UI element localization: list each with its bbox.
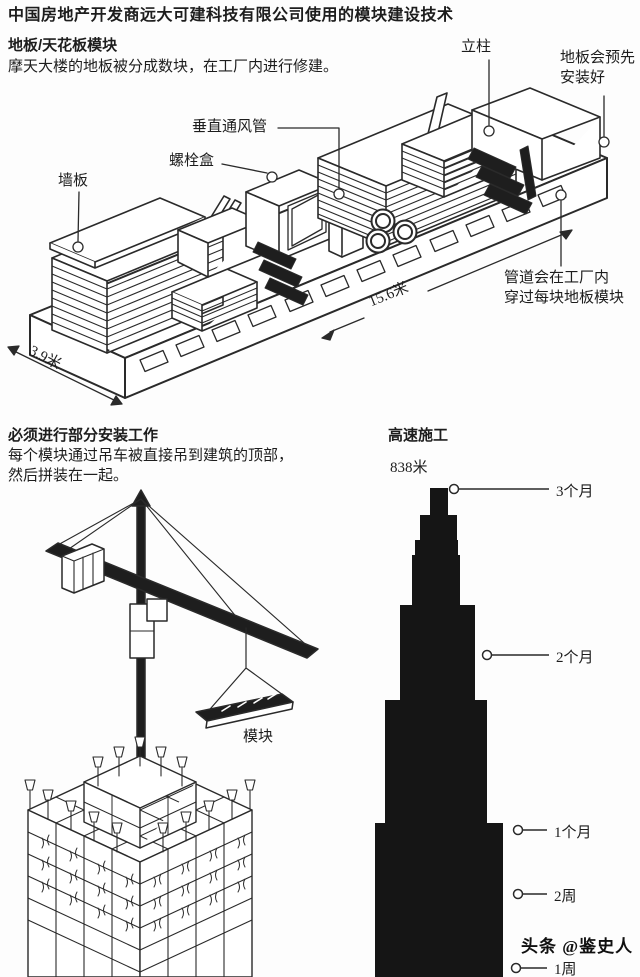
tower-height-label: 838米	[390, 460, 428, 476]
crane-cables	[55, 498, 313, 651]
marker-preinstalled	[598, 136, 610, 148]
label-column: 立柱	[461, 39, 492, 55]
label-pipes: 管道会在工厂内 穿过每块地板模块	[504, 268, 624, 308]
page-title: 中国房地产开发商远大可建科技有限公司使用的模块建设技术	[8, 7, 454, 24]
floor-module-description: 摩天大楼的地板被分成数块，在工厂内进行修建。	[8, 59, 339, 75]
leader-lines	[72, 59, 610, 267]
building-frame	[24, 736, 256, 977]
milestone-3-months: 3个月	[556, 484, 594, 500]
pipes	[365, 208, 418, 254]
brace-cluster-center	[252, 241, 309, 306]
label-wall-panel: 墙板	[58, 173, 89, 189]
crane-jib	[45, 542, 319, 659]
label-preinstalled: 地板会预先 安装好	[560, 48, 635, 88]
label-module: 模块	[243, 729, 274, 745]
floor-module-heading: 地板/天花板模块	[8, 37, 118, 54]
marker-column	[483, 125, 495, 137]
speed-tower-chart	[375, 483, 549, 977]
milestone-1-week: 1周	[554, 962, 577, 977]
label-vent-duct: 垂直通风管	[192, 119, 268, 135]
counterweight	[61, 543, 105, 594]
speed-heading: 高速施工	[388, 427, 449, 444]
milestone-2-months: 2个月	[556, 650, 594, 666]
marker-pipes	[555, 189, 567, 201]
watermark: 头条 @鉴史人	[521, 937, 634, 956]
trolley-box	[146, 598, 168, 622]
milestone-2-weeks: 2周	[554, 889, 577, 905]
service-box	[177, 207, 263, 278]
assembly-description-line1: 每个模块通过吊车被直接吊到建筑的顶部，	[8, 448, 294, 464]
column-braces	[467, 145, 537, 215]
bolt-box	[245, 169, 333, 261]
floor-module-diagram	[7, 59, 610, 406]
label-bolt-box: 螺栓盒	[169, 153, 215, 169]
marker-vent-duct	[333, 188, 345, 200]
dimension-lines	[7, 229, 573, 406]
label-pipes-line1: 管道会在工厂内	[504, 270, 610, 286]
marker-bolt-box	[266, 171, 278, 183]
crane-diagram	[45, 489, 319, 783]
tower-silhouette	[375, 488, 503, 977]
assembly-heading: 必须进行部分安装工作	[8, 427, 159, 444]
milestone-1-month: 1个月	[554, 825, 592, 841]
label-preinstalled-line1: 地板会预先	[560, 50, 636, 66]
label-pipes-line2: 穿过每块地板模块	[504, 290, 625, 306]
marker-wall-panel	[72, 241, 84, 253]
label-preinstalled-line2: 安装好	[560, 70, 606, 86]
building-upper-tier	[83, 755, 197, 849]
milestone-markers	[448, 483, 549, 974]
assembly-description-line2: 然后拼装在一起。	[8, 468, 129, 484]
